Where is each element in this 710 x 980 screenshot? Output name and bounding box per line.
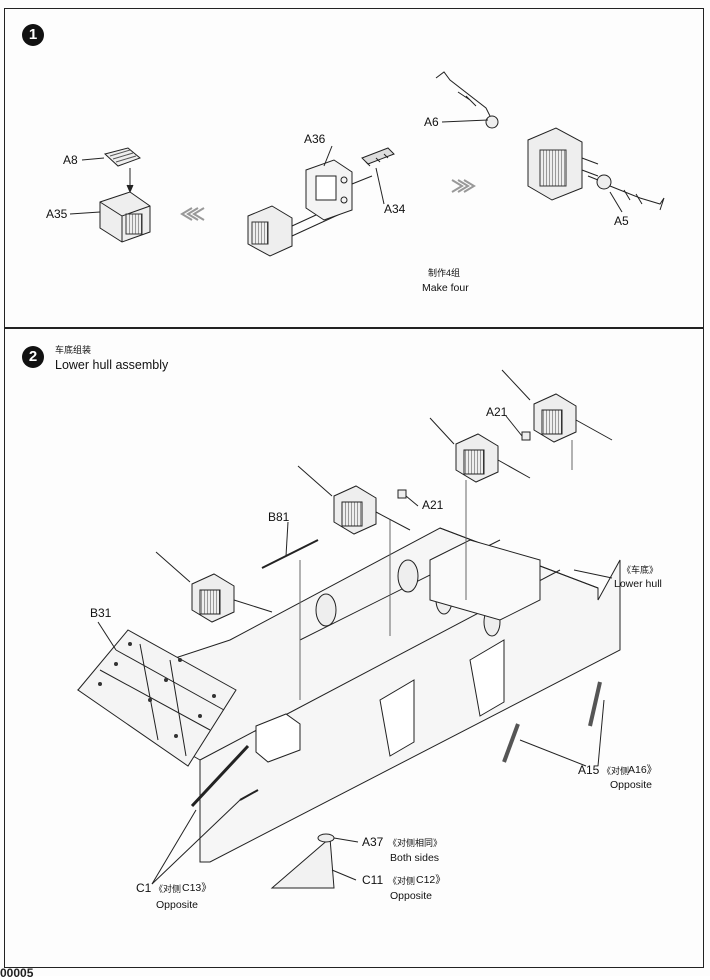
part-a5-drawing	[596, 174, 665, 211]
page-number: 00005	[0, 966, 34, 980]
lower-hull-drawing	[76, 527, 621, 863]
label-b31: B31	[90, 606, 112, 620]
arrow-left-icon	[180, 207, 205, 221]
label-a16: A16》	[628, 764, 658, 776]
label-a21-top: A21	[486, 405, 508, 419]
label-lower-hull: Lower hull	[614, 578, 662, 590]
gearbox-2-drawing	[429, 417, 531, 483]
part-gearbox-step1-drawing	[247, 203, 341, 257]
step1-number-badge: 1	[22, 24, 44, 46]
note-make-four-cn: 制作4组	[428, 268, 461, 278]
step2-title: Lower hull assembly	[55, 358, 169, 372]
gearbox-3-drawing	[297, 465, 411, 535]
label-c11-opposite: Opposite	[390, 890, 433, 902]
label-a35: A35	[46, 207, 68, 221]
label-a36: A36	[304, 132, 326, 146]
label-a37-cn: 《对侧相同》	[388, 838, 443, 848]
label-lower-hull-cn: 《车底》	[622, 565, 659, 575]
label-c1-opposite: Opposite	[156, 899, 199, 911]
part-a36-drawing	[305, 159, 353, 221]
label-a37-both-sides: Both sides	[390, 852, 440, 864]
step2-panel	[4, 328, 704, 968]
arrow-right-icon	[451, 179, 476, 193]
note-make-four: Make four	[422, 282, 469, 294]
label-a15-cn: 《对侧	[602, 766, 630, 776]
label-a37: A37	[362, 835, 384, 849]
gearbox-1-drawing	[501, 369, 613, 443]
part-a6-drawing	[435, 71, 499, 129]
label-a15: A15	[578, 763, 600, 777]
label-c13: C13》	[182, 882, 212, 894]
step1-panel	[4, 8, 704, 328]
label-c11: C11	[362, 873, 384, 887]
label-a5: A5	[614, 214, 629, 228]
step2-number-badge: 2	[22, 346, 44, 368]
label-a6: A6	[424, 115, 439, 129]
label-a21-mid: A21	[422, 498, 444, 512]
part-a34-drawing	[361, 147, 395, 167]
label-b81: B81	[268, 510, 290, 524]
part-a8-drawing	[103, 147, 141, 167]
part-a35-drawing	[99, 191, 151, 243]
part-gearbox-assembled-drawing	[527, 127, 599, 201]
gearbox-4-drawing	[155, 551, 273, 623]
label-c11-cn: 《对侧	[388, 876, 416, 886]
label-c12: C12》	[416, 874, 446, 886]
label-c1: C1	[136, 881, 152, 895]
label-a15-opposite: Opposite	[610, 779, 653, 791]
label-a8: A8	[63, 153, 78, 167]
label-a34: A34	[384, 202, 406, 216]
label-c1-cn: 《对侧	[154, 884, 182, 894]
part-b31-drawing	[77, 629, 237, 767]
step2-title-cn: 车底组装	[55, 345, 92, 355]
